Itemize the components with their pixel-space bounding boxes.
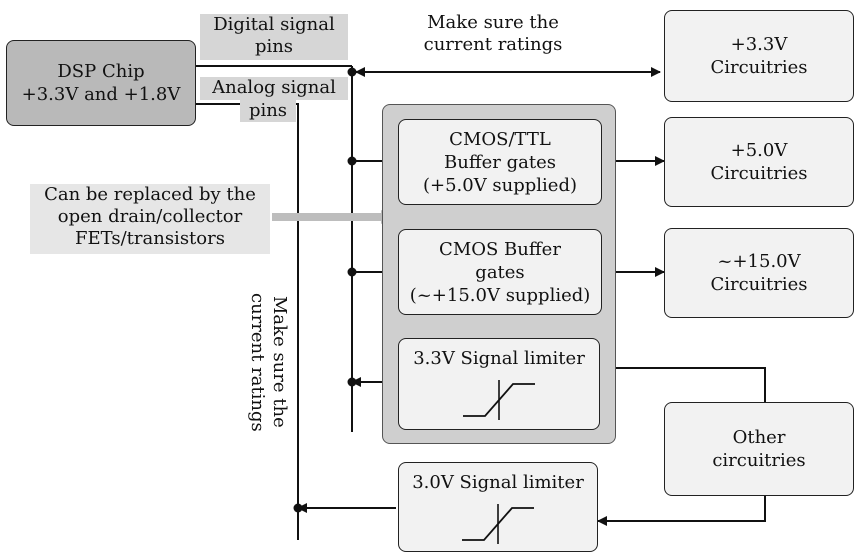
junction-dot xyxy=(293,503,303,513)
circuitries-33v-line2: Circuitries xyxy=(710,57,808,78)
current-note-top-line2: current ratings xyxy=(423,34,563,55)
junction-dot xyxy=(347,267,357,277)
circuitries-15v-box: ~+15.0V Circuitries xyxy=(664,228,854,318)
cmos-buffer-box: CMOS Buffer gates (~+15.0V supplied) xyxy=(398,229,602,315)
replace-note: Can be replaced by the open drain/collec… xyxy=(30,184,270,254)
circuitries-5v-line1: +5.0V xyxy=(730,140,788,161)
current-note-top: Make sure the current ratings xyxy=(398,12,588,56)
limiter-curve-icon xyxy=(462,504,534,544)
cmos-ttl-box: CMOS/TTL Buffer gates (+5.0V supplied) xyxy=(398,119,602,205)
digital-pins-label: Digital signal pins xyxy=(200,14,348,60)
dsp-chip-voltage: +3.3V and +1.8V xyxy=(21,84,181,105)
arrow-other-to-limiter30 xyxy=(597,496,766,526)
current-note-top-line1: Make sure the xyxy=(427,12,559,33)
circuitries-33v-line1: +3.3V xyxy=(730,34,788,55)
circuitries-15v-line2: Circuitries xyxy=(710,274,808,295)
circuitries-33v-box: +3.3V Circuitries xyxy=(664,10,854,102)
cmos-ttl-line1: CMOS/TTL xyxy=(449,128,551,150)
current-note-vertical-line2: current ratings xyxy=(247,292,268,432)
analog-pins-label: Analog signal xyxy=(200,77,348,100)
limiter-30-label: 3.0V Signal limiter xyxy=(412,472,584,493)
circuitries-5v-box: +5.0V Circuitries xyxy=(664,117,854,207)
digital-pins-line1: Digital signal xyxy=(213,14,335,35)
dsp-chip-box: DSP Chip +3.3V and +1.8V xyxy=(6,40,196,126)
analog-pins-line2: pins xyxy=(248,100,288,121)
cmos-ttl-line2: Buffer gates xyxy=(444,151,556,173)
other-circuitries-box: Other circuitries xyxy=(664,402,854,496)
arrow-other-to-limiter33 xyxy=(599,363,766,402)
analog-line xyxy=(196,103,299,540)
cmos-buffer-line2: gates xyxy=(475,261,525,283)
limiter-33-box: 3.3V Signal limiter xyxy=(398,338,600,430)
limiter-curve-icon xyxy=(463,380,535,420)
limiter-30-box: 3.0V Signal limiter xyxy=(398,462,598,552)
analog-pins-line1: Analog signal xyxy=(212,77,336,98)
current-note-vertical: Make sure the current ratings xyxy=(246,292,290,432)
other-circuitries-line2: circuitries xyxy=(712,450,806,471)
cmos-buffer-line3: (~+15.0V supplied) xyxy=(409,284,591,306)
replace-note-line1: Can be replaced by the xyxy=(44,184,256,205)
other-circuitries-line1: Other xyxy=(732,427,786,448)
replace-note-line2: open drain/collector xyxy=(57,206,243,227)
current-note-vertical-line1: Make sure the xyxy=(269,296,290,428)
cmos-ttl-line3: (+5.0V supplied) xyxy=(422,174,578,196)
junction-dot xyxy=(347,377,357,387)
circuitries-5v-line2: Circuitries xyxy=(710,163,808,184)
analog-pins-label-2: pins xyxy=(240,100,296,122)
cmos-buffer-line1: CMOS Buffer xyxy=(439,238,561,260)
junction-dot xyxy=(347,67,357,77)
dsp-chip-name: DSP Chip xyxy=(57,61,145,82)
limiter-33-label: 3.3V Signal limiter xyxy=(413,348,585,369)
junction-dot xyxy=(347,156,357,166)
digital-pins-line2: pins xyxy=(254,36,294,57)
replace-note-line3: FETs/transistors xyxy=(75,228,225,249)
circuitries-15v-line1: ~+15.0V xyxy=(717,251,801,272)
